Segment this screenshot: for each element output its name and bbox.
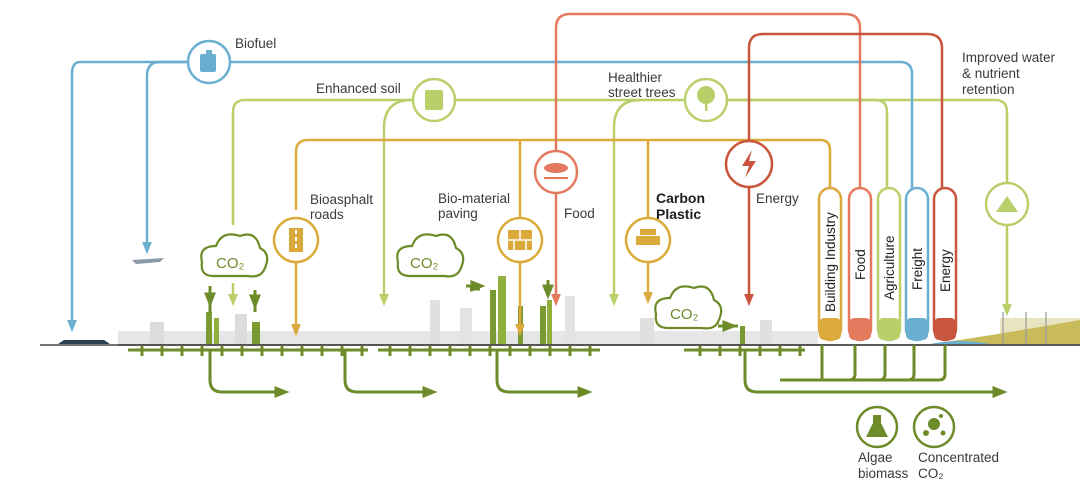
tree-icon (683, 77, 729, 123)
food-flow (551, 12, 862, 307)
co2-label-mid: CO₂ (410, 255, 439, 272)
label-biofuel: Biofuel (235, 36, 276, 51)
orange-flows (291, 138, 832, 337)
sector-building-industry: Building Industry (817, 186, 843, 342)
fuel-can-icon (186, 39, 232, 85)
sector-label-food: Food (853, 249, 868, 280)
sector-label-energy: Energy (938, 249, 953, 292)
co2-capture-arrows (204, 280, 738, 332)
co2-label-right: CO₂ (670, 306, 699, 323)
sector-label-agriculture: Agriculture (882, 235, 897, 300)
label-water-1: Improved water (962, 50, 1056, 65)
co2-cloud-left: CO₂ (200, 233, 269, 278)
road-icon (272, 216, 320, 264)
light-green-flows (228, 98, 1012, 317)
sector-freight: Freight (904, 186, 930, 342)
flask-icon (855, 405, 899, 449)
label-plastic: Plastic (656, 206, 701, 222)
label-bioasphalt-1: Bioasphalt (310, 192, 373, 207)
sector-energy: Energy (932, 186, 958, 342)
label-food: Food (564, 206, 595, 221)
water-drop-icon (984, 181, 1030, 227)
lightning-icon (724, 139, 774, 189)
label-enhanced-soil: Enhanced soil (316, 81, 401, 96)
co2-cloud-mid: CO₂ (396, 233, 465, 278)
label-healthier-1: Healthier (608, 70, 663, 85)
sector-food: Food (847, 186, 873, 342)
sector-agriculture: Agriculture (876, 186, 902, 342)
label-water-2: & nutrient (962, 66, 1020, 81)
food-icon (533, 149, 579, 195)
soil-bag-icon (411, 77, 457, 123)
sector-label-freight: Freight (910, 248, 925, 290)
co2-cloud-right: CO₂ (654, 285, 723, 330)
label-water-3: retention (962, 82, 1015, 97)
label-concentrated-1: Concentrated (918, 450, 999, 465)
co2-bubbles-icon (912, 405, 956, 449)
energy-flow (744, 32, 944, 307)
blue-flows (67, 60, 914, 333)
label-algae-1: Algae (858, 450, 893, 465)
plastic-sheet-icon (624, 216, 672, 264)
co2-label-left: CO₂ (216, 255, 245, 272)
label-energy: Energy (756, 191, 799, 206)
label-carbon: Carbon (656, 190, 705, 206)
label-biomaterial-2: paving (438, 206, 478, 221)
brick-icon (496, 216, 544, 264)
sector-label-building-industry: Building Industry (823, 212, 838, 312)
label-algae-2: biomass (858, 466, 909, 481)
label-healthier-2: street trees (608, 85, 676, 100)
label-concentrated-2: CO₂ (918, 466, 944, 481)
label-bioasphalt-2: roads (310, 207, 344, 222)
label-biomaterial-1: Bio-material (438, 191, 510, 206)
